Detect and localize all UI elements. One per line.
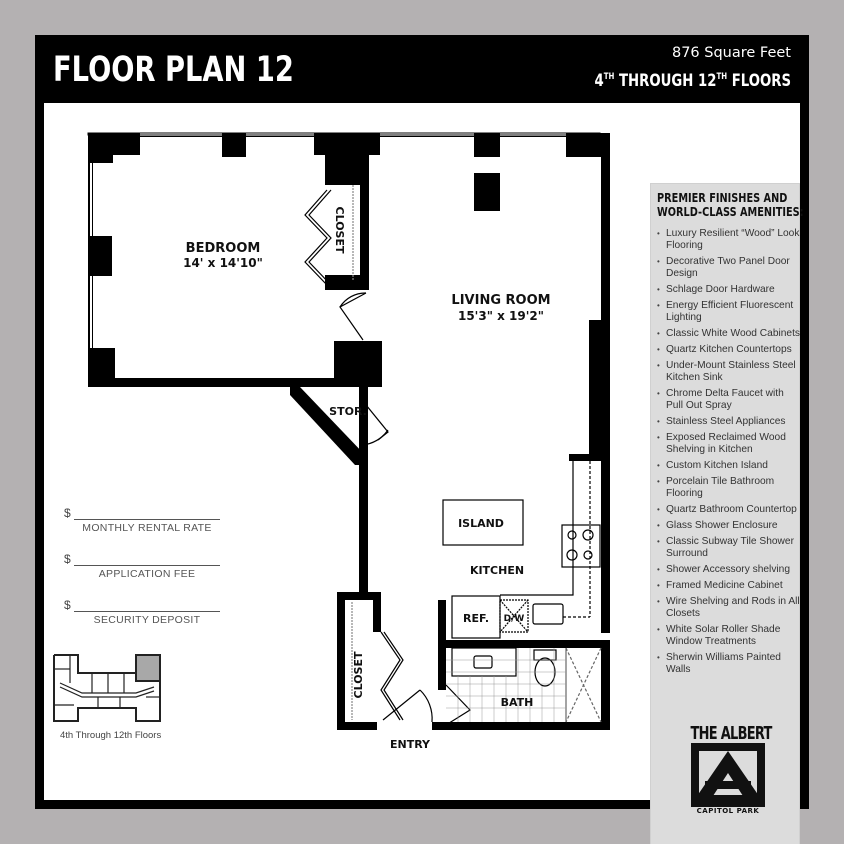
amenity-item: Energy Efficient Fluorescent Lighting <box>657 300 803 324</box>
amenity-item: Exposed Reclaimed Wood Shelving in Kitch… <box>657 432 803 456</box>
fees-section: $ MONTHLY RENTAL RATE $ APPLICATION FEE … <box>60 506 230 644</box>
floor-from: 4 <box>594 71 604 91</box>
amenity-item: Classic Subway Tile Shower Surround <box>657 536 803 560</box>
amenity-item: Stainless Steel Appliances <box>657 416 803 428</box>
bath-label: BATH <box>501 696 534 709</box>
floor-range: 4TH THROUGH 12TH FLOORS <box>594 71 791 91</box>
amenities-heading: PREMIER FINISHES AND WORLD-CLASS AMENITI… <box>657 191 804 219</box>
amenity-item: Chrome Delta Faucet with Pull Out Spray <box>657 388 803 412</box>
amenity-item: Schlage Door Hardware <box>657 284 803 296</box>
storage-label: STOR. <box>329 405 367 418</box>
application-fee-field[interactable]: $ APPLICATION FEE <box>60 552 230 598</box>
floors-label: FLOORS <box>731 71 791 91</box>
monthly-rent-label: MONTHLY RENTAL RATE <box>82 522 212 534</box>
amenity-item: Custom Kitchen Island <box>657 460 803 472</box>
bedroom-closet-label: CLOSET <box>333 207 346 254</box>
refrigerator-label: REF. <box>463 612 489 625</box>
amenities-heading-line1: PREMIER FINISHES AND <box>657 190 788 205</box>
currency-symbol: $ <box>64 598 71 612</box>
page-frame: FLOOR PLAN 12 876 Square Feet 4TH THROUG… <box>35 35 809 844</box>
monthly-rent-field[interactable]: $ MONTHLY RENTAL RATE <box>60 506 230 552</box>
dishwasher-label: D/W <box>504 614 525 624</box>
key-plan-caption: 4th Through 12th Floors <box>60 730 162 741</box>
living-room-label: LIVING ROOM <box>451 293 550 308</box>
security-deposit-label: SECURITY DEPOSIT <box>93 614 201 626</box>
floor-to-suffix: TH <box>716 72 728 82</box>
amenity-item: Quartz Bathroom Countertop <box>657 504 803 516</box>
amenity-item: Under-Mount Stainless Steel Kitchen Sink <box>657 360 803 384</box>
bedroom-label: BEDROOM <box>186 241 261 256</box>
island-label: ISLAND <box>458 517 504 530</box>
fill-in-line <box>74 519 220 520</box>
amenity-item: Wire Shelving and Rods in All Closets <box>657 596 803 620</box>
amenity-item: Decorative Two Panel Door Design <box>657 256 803 280</box>
square-footage: 876 Square Feet <box>671 45 791 61</box>
entry-label: ENTRY <box>390 738 431 751</box>
unit-highlight <box>135 654 161 682</box>
amenity-item: Luxury Resilient “Wood” Look Flooring <box>657 228 803 252</box>
floor-from-suffix: TH <box>603 72 615 82</box>
the-albert-logo: THE ALBERT CAPITOL PARK <box>676 723 780 819</box>
amenity-item: Classic White Wood Cabinets <box>657 328 803 340</box>
amenity-item: Sherwin Williams Painted Walls <box>657 652 803 676</box>
currency-symbol: $ <box>64 552 71 566</box>
currency-symbol: $ <box>64 506 71 520</box>
fill-in-line <box>74 611 220 612</box>
logo-subtitle: CAPITOL PARK <box>696 807 760 815</box>
amenity-item: Glass Shower Enclosure <box>657 520 803 532</box>
logo-a-mark-icon <box>691 743 765 807</box>
amenity-item: White Solar Roller Shade Window Treatmen… <box>657 624 803 648</box>
amenity-item: Framed Medicine Cabinet <box>657 580 803 592</box>
content-sheet: BEDROOM 14' x 14'10" LIVING ROOM 15'3" x… <box>44 103 804 844</box>
kitchen-label: KITCHEN <box>470 564 524 577</box>
amenities-panel: PREMIER FINISHES AND WORLD-CLASS AMENITI… <box>650 183 804 844</box>
amenity-item: Shower Accessory shelving <box>657 564 803 576</box>
bedroom-dimensions: 14' x 14'10" <box>183 256 263 270</box>
amenity-item: Porcelain Tile Bathroom Flooring <box>657 476 803 500</box>
logo-name: THE ALBERT <box>690 723 773 744</box>
application-fee-label: APPLICATION FEE <box>98 568 196 580</box>
entry-closet-label: CLOSET <box>352 651 365 698</box>
floor-plan-drawing: BEDROOM 14' x 14'10" LIVING ROOM 15'3" x… <box>87 132 610 751</box>
living-room-dimensions: 15'3" x 19'2" <box>458 309 544 323</box>
floor-to: 12 <box>697 71 717 91</box>
amenity-item: Quartz Kitchen Countertops <box>657 344 803 356</box>
fill-in-line <box>74 565 220 566</box>
amenities-heading-line2: WORLD-CLASS AMENITIES: <box>657 204 804 219</box>
floor-through: THROUGH <box>618 71 694 91</box>
building-key-plan <box>53 654 161 722</box>
page-title: FLOOR PLAN 12 <box>53 50 294 90</box>
security-deposit-field[interactable]: $ SECURITY DEPOSIT <box>60 598 230 644</box>
amenities-list: Luxury Resilient “Wood” Look Flooring De… <box>657 228 803 680</box>
